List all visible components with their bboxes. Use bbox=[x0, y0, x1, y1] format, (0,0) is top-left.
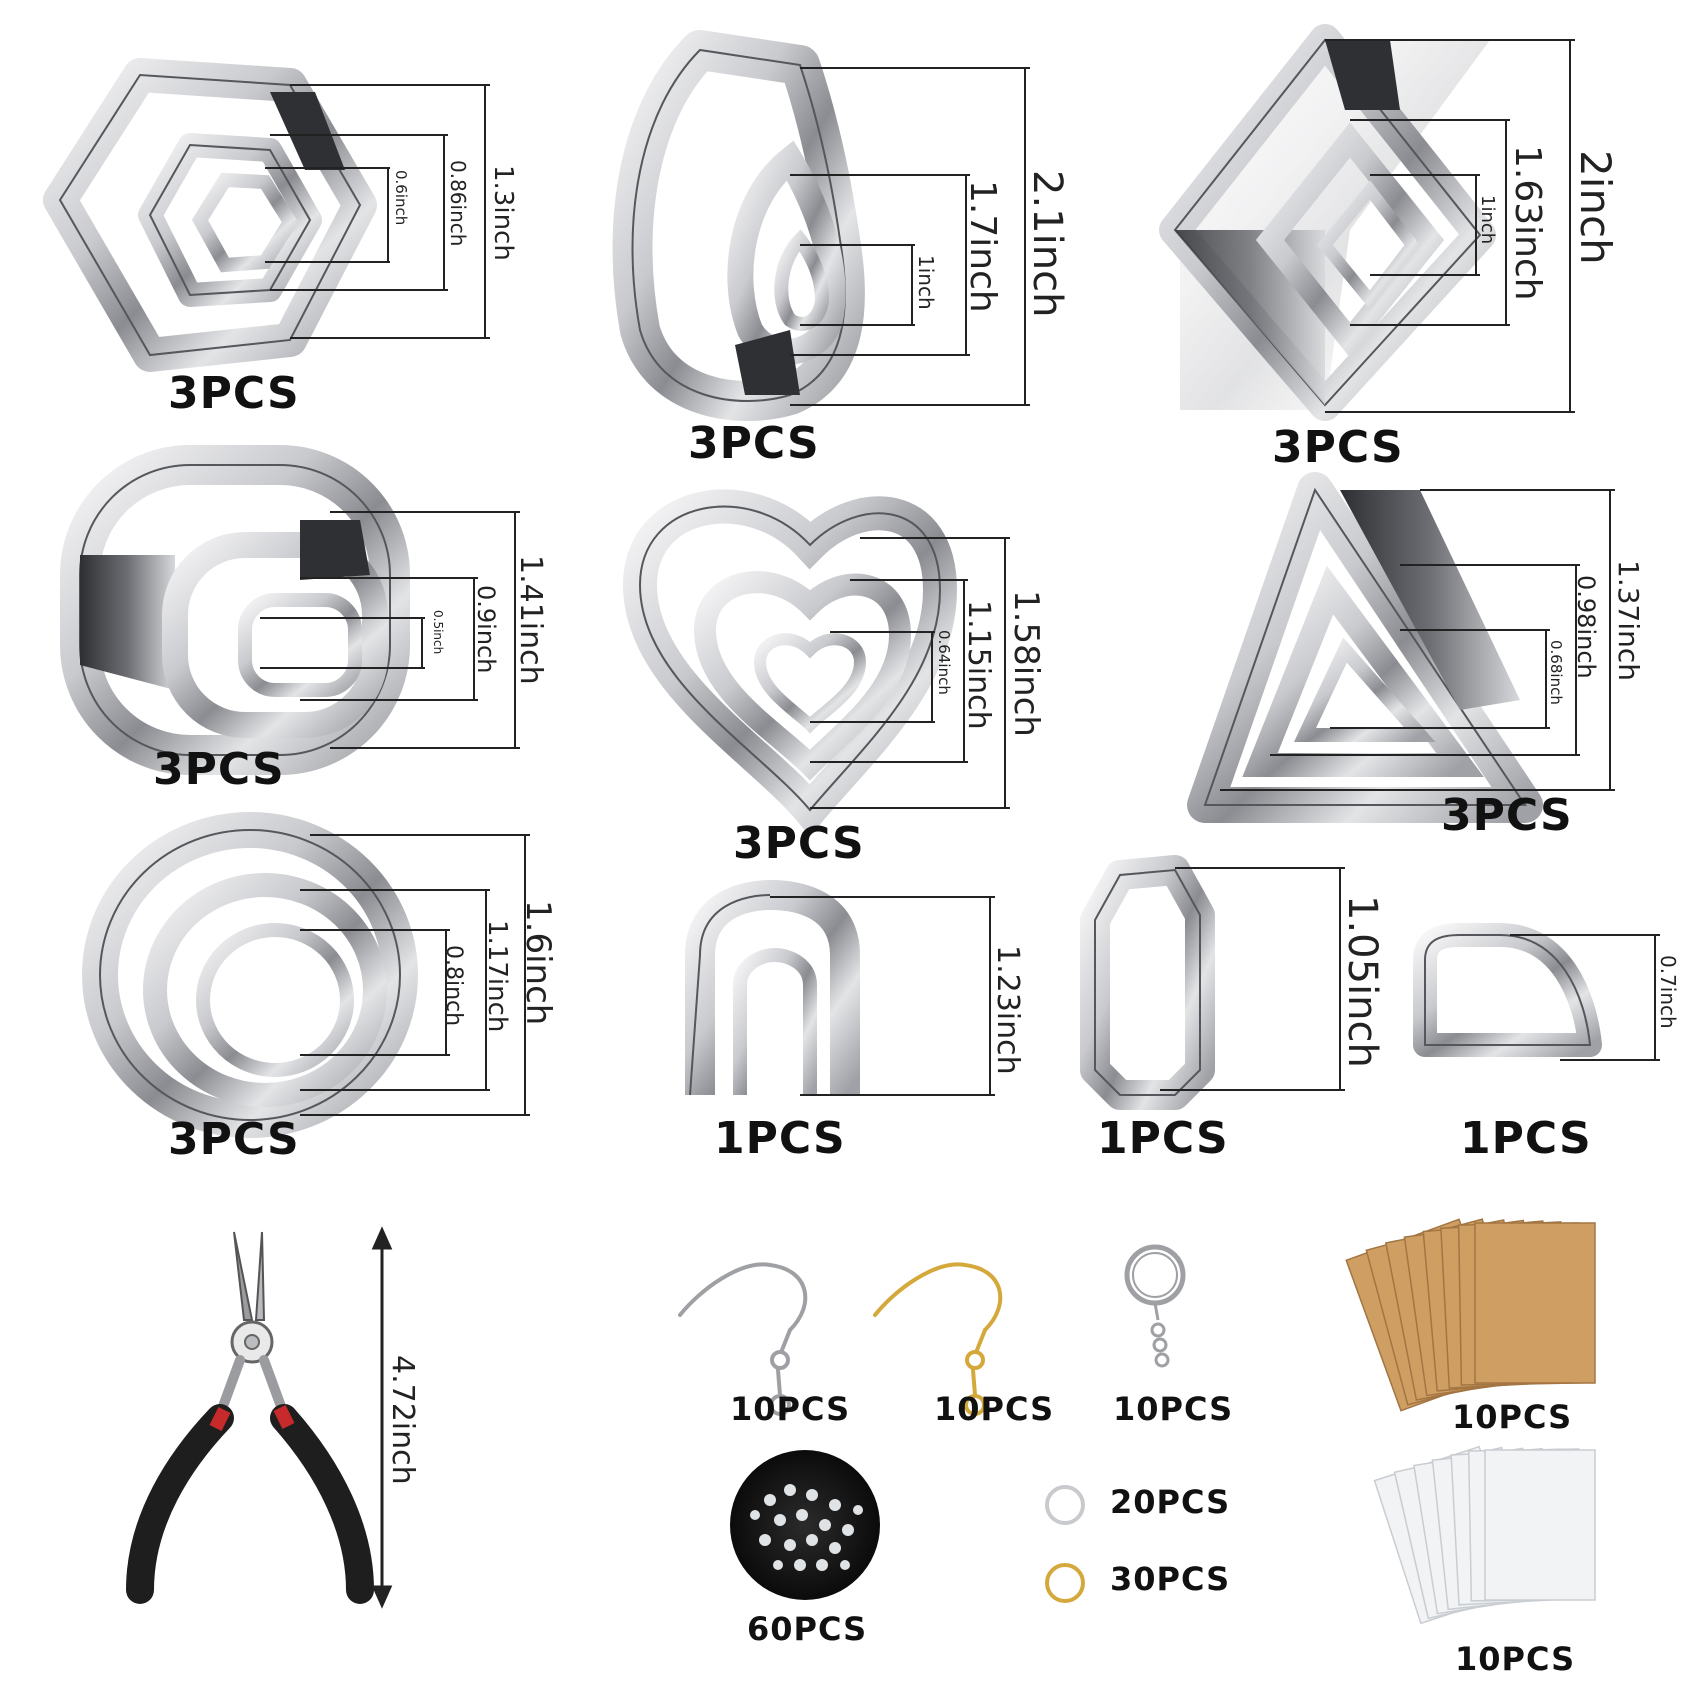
heart-dim-middle: 1.15inch bbox=[961, 600, 996, 730]
cards-qty: 10PCS bbox=[1452, 1398, 1573, 1436]
heart-cutter-set bbox=[622, 489, 1010, 837]
hexagon-dim-outer: 1.3inch bbox=[488, 165, 518, 261]
teardrop-dim-middle: 1.7inch bbox=[962, 180, 1003, 313]
key-rings-qty: 10PCS bbox=[1113, 1390, 1234, 1428]
earring-backs-disc bbox=[730, 1450, 880, 1600]
rectangle-dim: 1.05inch bbox=[1339, 895, 1385, 1068]
heart-dim-inner: 0.64inch bbox=[935, 630, 953, 695]
heart-qty: 3PCS bbox=[733, 818, 865, 869]
rhombus-dim-outer: 2inch bbox=[1571, 150, 1620, 265]
half-circle-dim: 0.7inch bbox=[1656, 955, 1680, 1029]
teardrop-cutter-set bbox=[612, 30, 1030, 421]
triangle-cutter-set bbox=[1187, 472, 1615, 823]
triangle-dim-inner: 0.68inch bbox=[1547, 640, 1565, 705]
rounded-square-dim-outer: 1.41inch bbox=[513, 555, 548, 685]
triangle-dim-outer: 1.37inch bbox=[1612, 560, 1645, 682]
pliers bbox=[126, 1226, 393, 1609]
pliers-dim: 4.72inch bbox=[385, 1355, 420, 1485]
silver-earring-hook bbox=[678, 1262, 808, 1416]
gold-jump-ring bbox=[1045, 1563, 1085, 1603]
rounded-square-cutter-set bbox=[60, 445, 520, 775]
circle-dim-inner: 0.8inch bbox=[441, 945, 466, 1027]
circle-dim-middle: 1.17inch bbox=[482, 920, 512, 1033]
teardrop-dim-outer: 2.1inch bbox=[1024, 170, 1070, 318]
arch-qty: 1PCS bbox=[714, 1113, 846, 1164]
hexagon-cutter-set bbox=[43, 58, 490, 372]
teardrop-dim-inner: 1inch bbox=[914, 255, 938, 310]
kraft-cards bbox=[1345, 1218, 1596, 1412]
clear-bags bbox=[1373, 1445, 1596, 1625]
rhombus-qty: 3PCS bbox=[1272, 422, 1404, 473]
bags-qty: 10PCS bbox=[1455, 1640, 1576, 1678]
triangle-dim-middle: 0.98inch bbox=[1572, 575, 1600, 679]
rhombus-cutter-set bbox=[1159, 24, 1575, 421]
backs-qty: 60PCS bbox=[747, 1610, 868, 1648]
rhombus-dim-inner: 1inch bbox=[1477, 195, 1498, 245]
gold-earring-hook bbox=[873, 1262, 1003, 1416]
silver-hooks-qty: 10PCS bbox=[730, 1390, 851, 1428]
circle-qty: 3PCS bbox=[168, 1114, 300, 1165]
circle-cutter-set bbox=[82, 812, 530, 1138]
key-ring bbox=[1124, 1244, 1186, 1368]
triangle-qty: 3PCS bbox=[1441, 790, 1573, 841]
rectangle-cutter bbox=[1080, 855, 1345, 1110]
rounded-square-dim-middle: 0.9inch bbox=[472, 585, 500, 674]
hexagon-dim-inner: 0.6inch bbox=[392, 170, 410, 226]
silver-rings-qty: 20PCS bbox=[1110, 1483, 1231, 1521]
teardrop-qty: 3PCS bbox=[688, 418, 820, 469]
rounded-square-qty: 3PCS bbox=[153, 744, 285, 795]
half-circle-qty: 1PCS bbox=[1460, 1113, 1592, 1164]
gold-rings-qty: 30PCS bbox=[1110, 1560, 1231, 1598]
rounded-square-dim-inner: 0.5inch bbox=[431, 610, 445, 655]
arch-dim: 1.23inch bbox=[990, 945, 1025, 1075]
arch-cutter bbox=[685, 879, 995, 1096]
circle-dim-outer: 1.6inch bbox=[518, 900, 558, 1026]
rhombus-dim-middle: 1.63inch bbox=[1507, 145, 1548, 301]
half-circle-cutter bbox=[1413, 923, 1660, 1061]
silver-jump-ring bbox=[1045, 1485, 1085, 1525]
heart-dim-outer: 1.58inch bbox=[1006, 590, 1046, 737]
gold-hooks-qty: 10PCS bbox=[934, 1390, 1055, 1428]
rectangle-qty: 1PCS bbox=[1097, 1113, 1229, 1164]
hexagon-qty: 3PCS bbox=[168, 368, 300, 419]
hexagon-dim-middle: 0.86inch bbox=[446, 160, 470, 247]
